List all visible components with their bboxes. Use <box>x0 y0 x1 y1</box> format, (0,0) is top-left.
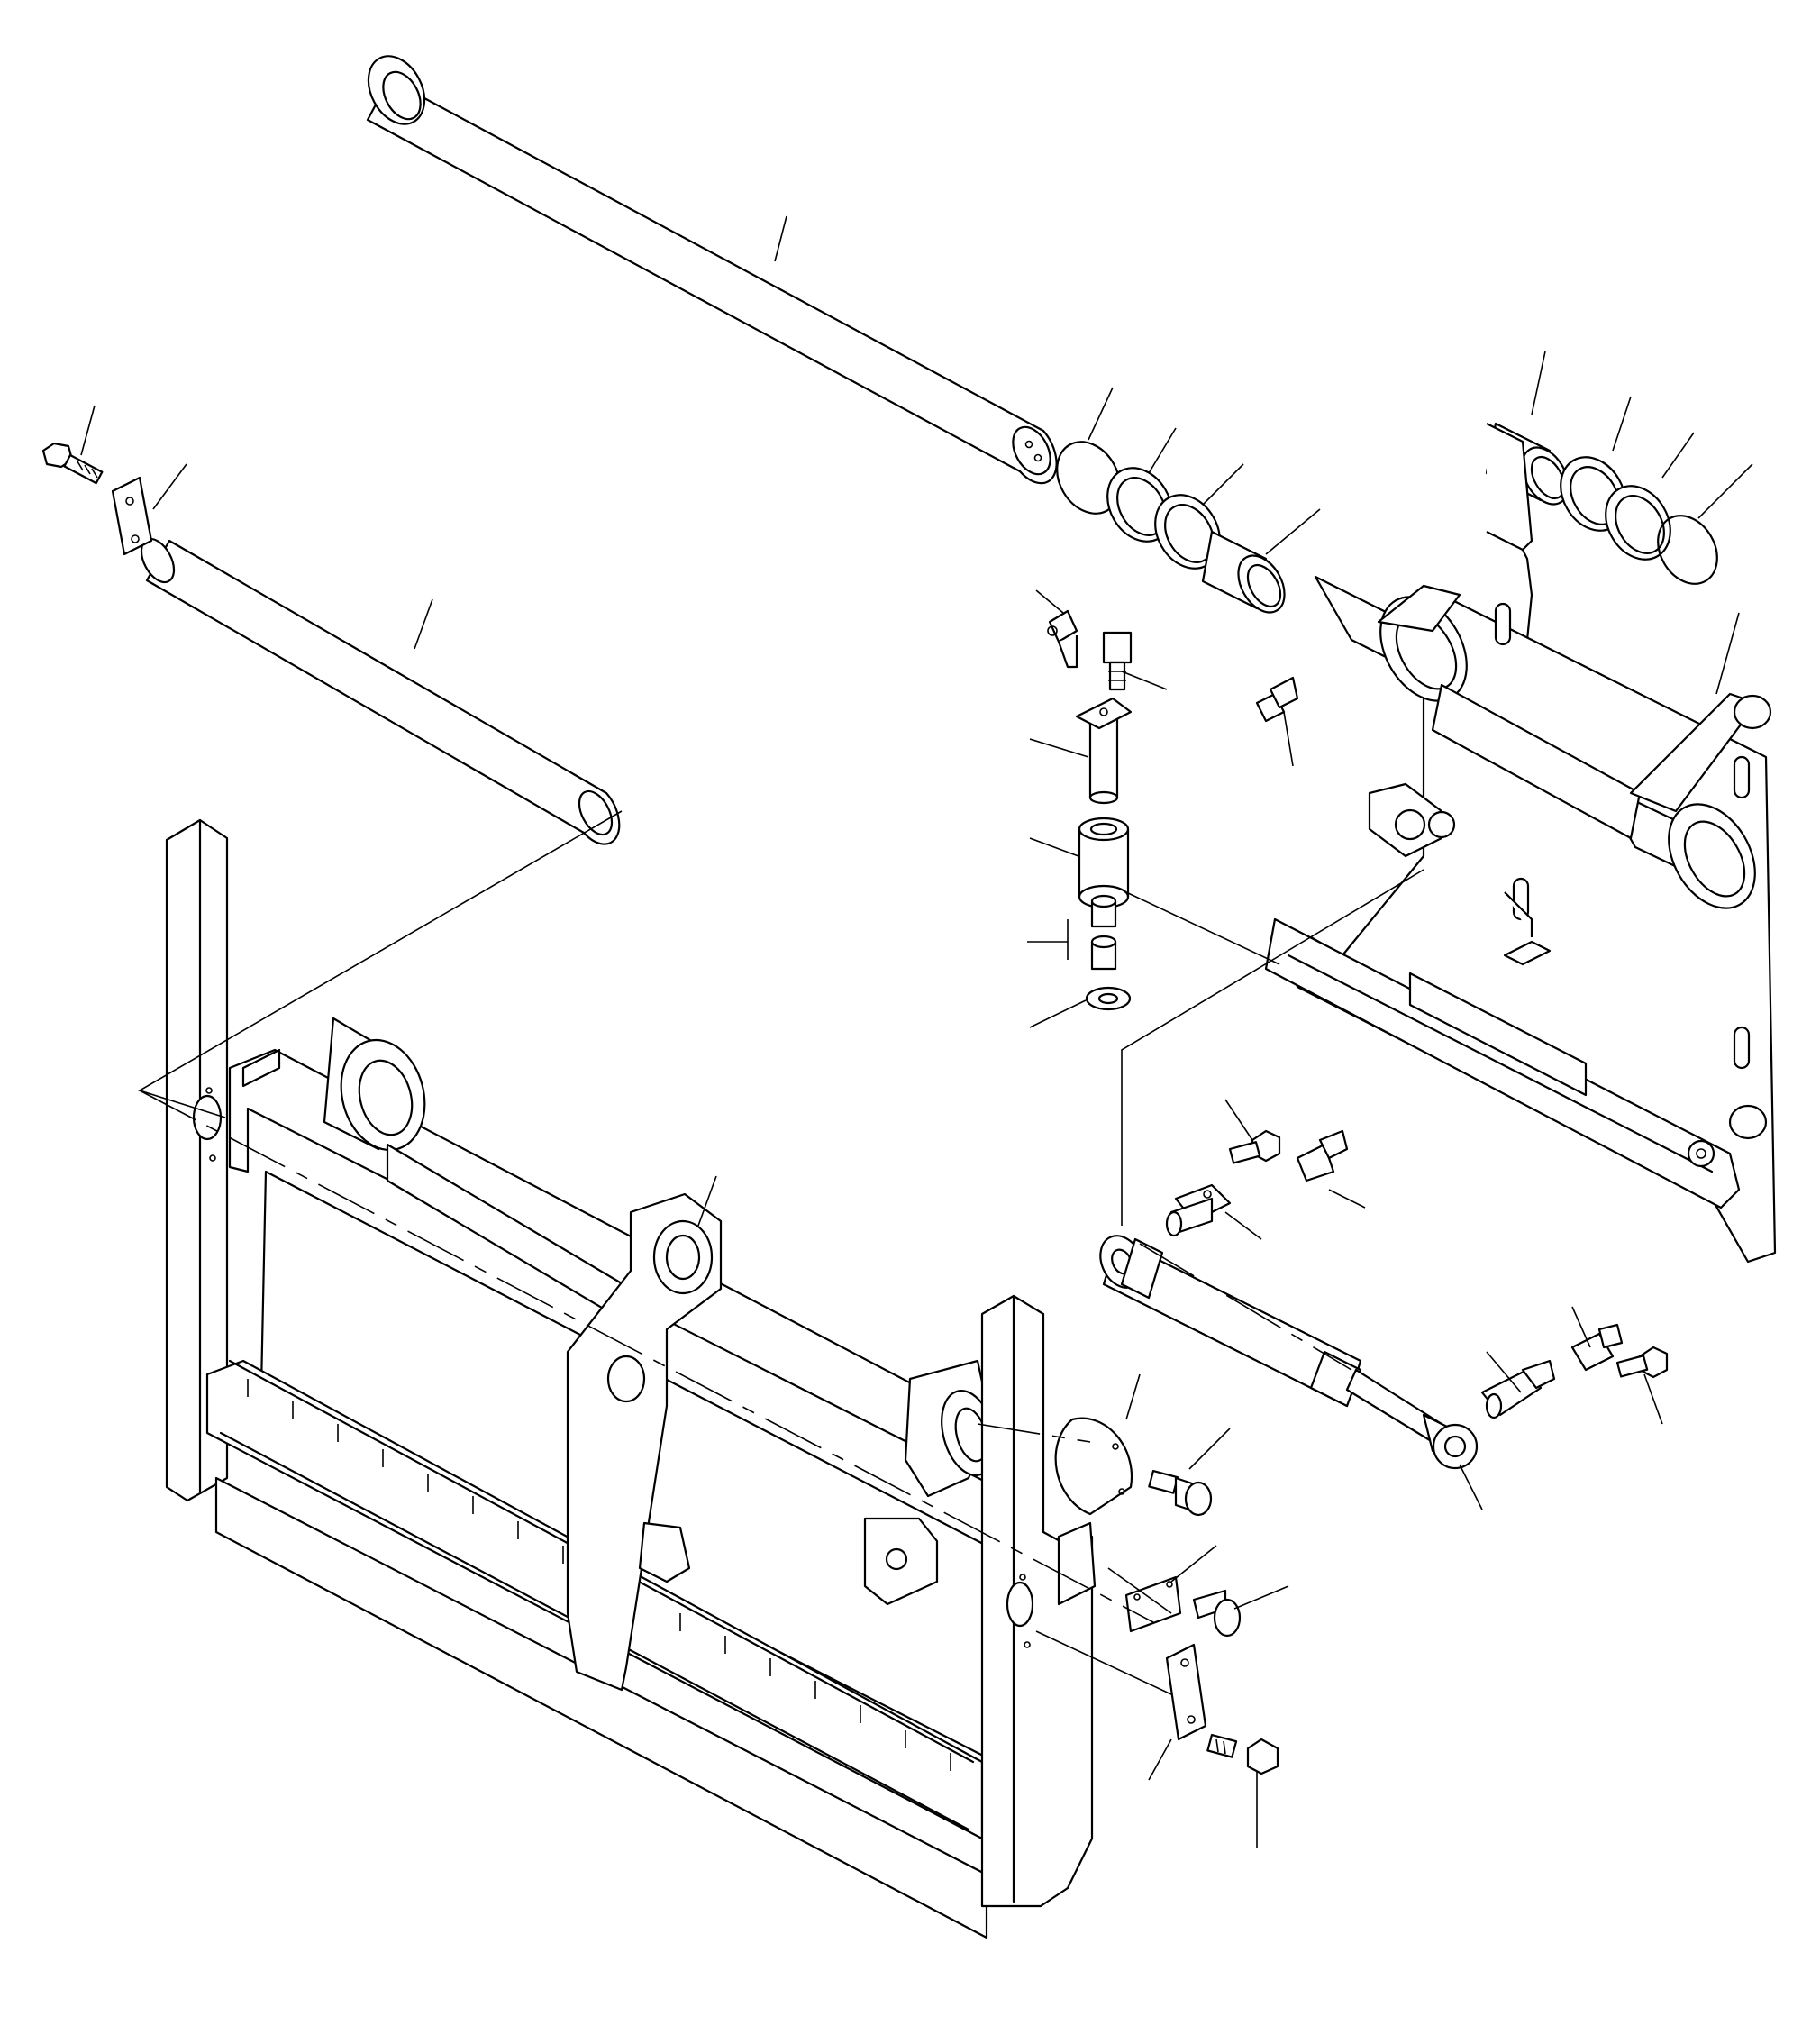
cylinder-pin-lower <box>1480 1359 1556 1419</box>
stud-pin <box>1192 1589 1242 1638</box>
snap-ring-left <box>1056 441 1121 515</box>
alignment-lines <box>138 810 1424 1695</box>
long-upper-pin <box>366 55 1058 485</box>
grease-fitting-right <box>1255 676 1299 723</box>
cover-plate <box>1054 1417 1133 1516</box>
cylinder-pin-upper <box>1165 1183 1232 1237</box>
shim-ring-right-2 <box>1605 485 1671 561</box>
bushing-left <box>1201 530 1286 614</box>
shim-ring-left-1 <box>1106 467 1173 543</box>
cap-screw-3 <box>1615 1346 1669 1379</box>
elbow-grease-fitting-3 <box>1570 1323 1624 1372</box>
main-carriage <box>165 818 1097 1939</box>
grease-pin <box>1075 697 1133 805</box>
elbow-grease-fitting-2 <box>1296 1129 1349 1182</box>
shim-plate <box>1124 1575 1182 1633</box>
second-pin <box>140 537 621 845</box>
pivot-frame <box>1264 423 1777 1264</box>
right-lock-plate <box>1165 1643 1207 1741</box>
right-bolt <box>1206 1733 1279 1775</box>
cap-screw-2 <box>1228 1129 1281 1164</box>
bushing-center <box>1078 817 1130 909</box>
leader-lines <box>80 215 1753 1848</box>
left-bolt <box>41 442 104 485</box>
small-bushing-pair <box>1090 894 1117 971</box>
snap-ring-right <box>1657 515 1718 585</box>
cap-screw-4 <box>1148 1469 1213 1517</box>
cap-screw-1 <box>1102 631 1133 691</box>
washer-center <box>1085 986 1132 1011</box>
hydraulic-cylinder <box>1099 1235 1479 1470</box>
elbow-grease-fitting-1 <box>1047 609 1078 669</box>
shim-ring-left-2 <box>1154 494 1221 570</box>
left-lock-plate <box>111 476 153 556</box>
